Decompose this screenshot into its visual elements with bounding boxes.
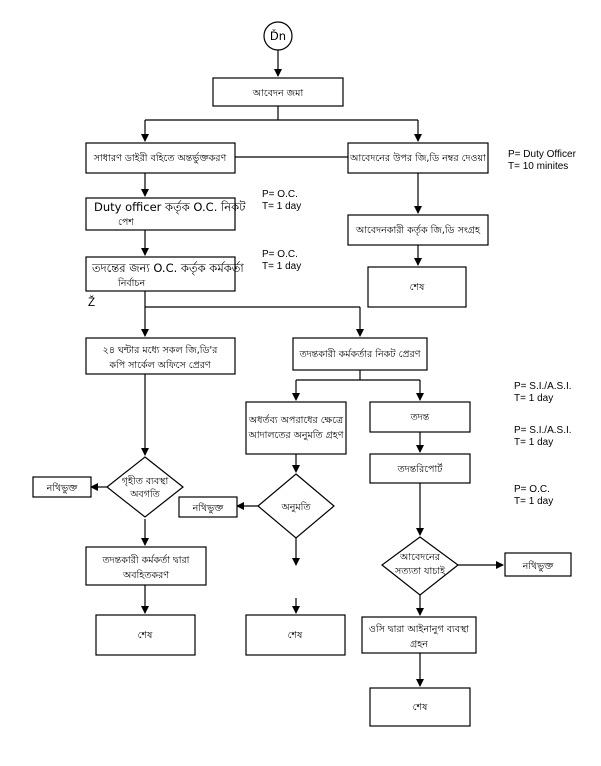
svg-text:T= 1 day: T= 1 day <box>514 437 553 448</box>
svg-text:নথিভুক্ত: নথিভুক্ত <box>46 482 79 494</box>
svg-text:সত্যতা যাচাই: সত্যতা যাচাই <box>394 565 446 577</box>
start-symbol: Ďn <box>263 21 293 51</box>
svg-text:তদন্তরিপোর্ট: তদন্তরিপোর্ট <box>397 462 444 475</box>
node-court-permission: অধর্তব্য অপরাধের ক্ষেত্রে আদালতের অনুমতি… <box>245 401 347 455</box>
node-record-gd: সাধারণ ডাইরী বহিতে অন্তর্ভুক্তকরণ <box>85 142 236 174</box>
decision-progress: গৃহীত ব্যবস্থা অবগতি <box>106 456 184 518</box>
svg-text:T= 1 day: T= 1 day <box>262 201 301 212</box>
node-investigation: তদন্ত <box>369 401 471 433</box>
svg-text:আবেদনকারী কর্তৃক জি,ডি সংগ্রহ: আবেদনকারী কর্তৃক জি,ডি সংগ্রহ <box>355 223 481 236</box>
node-filed-2: নথিভুক্ত <box>178 496 238 518</box>
svg-text:তদন্তকারী কর্মকর্তার নিকট প্রে: তদন্তকারী কর্মকর্তার নিকট প্রেরণ <box>299 347 422 360</box>
svg-text:শেষ: শেষ <box>138 630 153 641</box>
svg-text:নথিভুক্ত: নথিভুক্ত <box>192 502 225 514</box>
svg-text:Ďn: Ďn <box>270 28 286 43</box>
node-send-to-io: তদন্তকারী কর্মকর্তার নিকট প্রেরণ <box>292 337 428 371</box>
node-assign-gd-number: আবেদনের উপর জি,ডি নম্বর দেওয়া <box>347 142 489 174</box>
annotation-oc-2: P= O.C. T= 1 day <box>262 249 301 272</box>
annotation-oc-1: P= O.C. T= 1 day <box>262 189 301 212</box>
svg-text:পেশ: পেশ <box>118 217 135 228</box>
node-applicant-collects: আবেদনকারী কর্তৃক জি,ডি সংগ্রহ <box>347 214 489 246</box>
node-end-1: শেষ <box>367 266 467 308</box>
svg-text:আবেদনের: আবেদনের <box>399 552 441 563</box>
node-to-oc: Duty officer কর্তৃক O.C. নিকট পেশ <box>85 197 246 231</box>
svg-text:শেষ: শেষ <box>413 702 428 713</box>
annotation-si-1: P= S.I./A.S.I. T= 1 day <box>514 381 572 404</box>
node-report: তদন্তরিপোর্ট <box>369 453 471 484</box>
connectors <box>90 50 504 687</box>
svg-text:সাধারণ ডাইরী বহিতে অন্তর্ভুক্ত: সাধারণ ডাইরী বহিতে অন্তর্ভুক্তকরণ <box>93 151 228 164</box>
node-end-4: শেষ <box>369 687 471 727</box>
svg-text:Duty officer কর্তৃক O.C. নিকট: Duty officer কর্তৃক O.C. নিকট <box>94 200 246 215</box>
svg-text:অবগতি: অবগতি <box>129 488 160 500</box>
svg-text:P= Duty Officer: P= Duty Officer <box>508 149 577 160</box>
svg-text:গৃহীত ব্যবস্থা: গৃহীত ব্যবস্থা <box>122 474 170 487</box>
svg-text:নথিভুক্ত: নথিভুক্ত <box>522 560 555 572</box>
svg-text:আবেদনের উপর জি,ডি নম্বর দেওয়া: আবেদনের উপর জি,ডি নম্বর দেওয়া <box>349 151 487 164</box>
node-filed-3: নথিভুক্ত <box>504 552 572 577</box>
svg-text:P= O.C.: P= O.C. <box>514 484 550 495</box>
svg-text:শেষ: শেষ <box>288 630 303 641</box>
svg-text:আদালতের অনুমতি গ্রহণ: আদালতের অনুমতি গ্রহণ <box>248 429 345 441</box>
svg-text:কপি সার্কেল অফিসে প্রেরণ: কপি সার্কেল অফিসে প্রেরণ <box>108 359 212 371</box>
node-end-2: শেষ <box>95 614 196 656</box>
svg-text:গ্রহন: গ্রহন <box>410 639 429 650</box>
annotation-si-2: P= S.I./A.S.I. T= 1 day <box>514 425 572 448</box>
node-submit: আবেদন জমা <box>212 77 344 107</box>
svg-text:আবেদন জমা: আবেদন জমা <box>252 88 305 99</box>
svg-text:অবহিতকরণ: অবহিতকরণ <box>122 569 170 581</box>
node-send-copy: ২৪ ঘন্টার মধ্যে সকল জি,ডি'র কপি সার্কেল … <box>85 337 236 375</box>
svg-text:P= O.C.: P= O.C. <box>262 249 298 260</box>
svg-text:তদন্ত: তদন্ত <box>410 412 431 423</box>
svg-text:নির্বাচন: নির্বাচন <box>117 277 147 289</box>
svg-text:অনুমতি: অনুমতি <box>280 501 311 513</box>
svg-text:T= 1 day: T= 1 day <box>514 393 553 404</box>
annotation-oc-3: P= O.C. T= 1 day <box>514 484 553 507</box>
node-oc-action: ওসি দ্বারা আইনানুগ ব্যবস্থা গ্রহন <box>361 616 477 654</box>
svg-text:অধর্তব্য অপরাধের ক্ষেত্রে: অধর্তব্য অপরাধের ক্ষেত্রে <box>248 414 344 426</box>
annotation-duty-officer: P= Duty Officer T= 10 minites <box>508 149 577 172</box>
stray-mark: Ž <box>88 296 95 309</box>
svg-text:তদন্তের জন্য O.C. কর্তৃক কর্মক: তদন্তের জন্য O.C. কর্তৃক কর্মকর্তা <box>91 261 244 276</box>
decision-verify: আবেদনের সত্যতা যাচাই <box>381 536 459 596</box>
svg-text:ওসি দ্বারা আইনানুগ ব্যবস্থা: ওসি দ্বারা আইনানুগ ব্যবস্থা <box>369 623 470 635</box>
node-filed-1: নথিভুক্ত <box>32 476 92 498</box>
svg-text:T= 1 day: T= 1 day <box>514 496 553 507</box>
svg-text:শেষ: শেষ <box>410 282 425 293</box>
node-end-3: শেষ <box>245 614 346 656</box>
svg-text:P= S.I./A.S.I.: P= S.I./A.S.I. <box>514 425 572 436</box>
svg-text:P= S.I./A.S.I.: P= S.I./A.S.I. <box>514 381 572 392</box>
svg-text:P= O.C.: P= O.C. <box>262 189 298 200</box>
decision-permission: অনুমতি <box>257 473 335 539</box>
svg-text:তদন্তকারী কর্মকর্তা দ্বারা: তদন্তকারী কর্মকর্তা দ্বারা <box>102 553 191 566</box>
svg-text:T= 10 minites: T= 10 minites <box>508 161 568 172</box>
svg-text:২৪ ঘন্টার মধ্যে সকল জি,ডি'র: ২৪ ঘন্টার মধ্যে সকল জি,ডি'র <box>103 344 218 356</box>
node-io-informs: তদন্তকারী কর্মকর্তা দ্বারা অবহিতকরণ <box>85 546 207 586</box>
node-select-io: তদন্তের জন্য O.C. কর্তৃক কর্মকর্তা নির্ব… <box>85 256 244 292</box>
svg-text:T= 1 day: T= 1 day <box>262 261 301 272</box>
